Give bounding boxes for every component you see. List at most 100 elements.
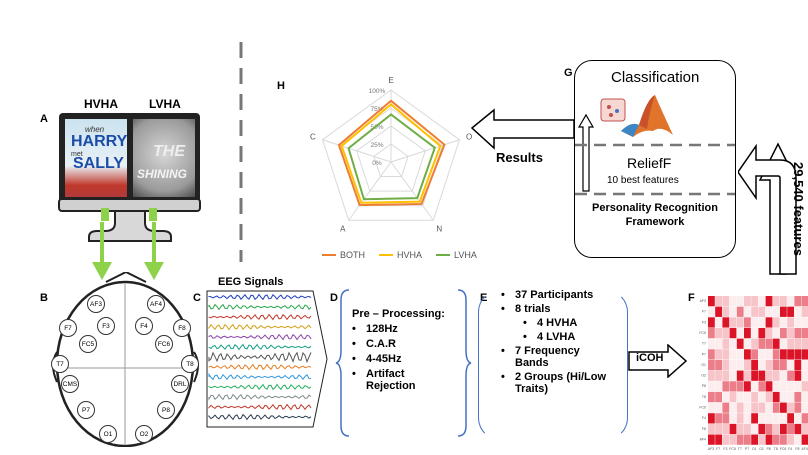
heatmap-cell xyxy=(787,317,794,328)
heatmap-cell xyxy=(765,359,773,371)
heatmap-cell xyxy=(715,338,722,349)
heatmap-cell xyxy=(708,327,715,339)
heatmap-cell xyxy=(744,317,751,328)
radar-series-lvha xyxy=(347,113,437,201)
eeg-trace-7 xyxy=(208,351,312,364)
electrode-fc5: FC5 xyxy=(79,335,97,353)
legend-item: HVHA xyxy=(379,250,422,260)
radar-tick-label: 0% xyxy=(372,160,382,167)
eeg-signals xyxy=(206,290,328,428)
heatmap-cell xyxy=(801,434,808,445)
radar-spoke xyxy=(390,139,460,163)
hvha-label: HVHA xyxy=(84,97,119,111)
heatmap-cell xyxy=(772,413,780,424)
heatmap-row-label: AF3 xyxy=(700,299,706,303)
heatmap-cell xyxy=(780,402,787,413)
radar-tick-label: 100% xyxy=(369,88,386,95)
radar-grid-ring xyxy=(373,143,409,178)
heatmap-cell xyxy=(744,338,751,349)
heatmap-cell xyxy=(751,402,758,413)
radar-axis-label: O xyxy=(466,133,472,142)
results-arrow xyxy=(470,108,575,150)
features-arrow-shape xyxy=(738,144,797,275)
heatmap-cell xyxy=(765,370,773,381)
panel-label-h: H xyxy=(277,80,285,92)
heatmap-cell xyxy=(794,423,802,435)
heatmap-cell xyxy=(722,349,730,360)
electrode-p8: P8 xyxy=(157,401,175,419)
heatmap-cell xyxy=(787,349,794,360)
legend-swatch xyxy=(322,254,336,256)
heatmap-cell xyxy=(780,381,787,392)
heatmap-cell xyxy=(765,434,773,445)
heatmap-cell xyxy=(794,327,802,339)
heatmap-cell xyxy=(794,317,802,328)
radar-grid-ring xyxy=(339,107,443,207)
eeg-trace-5 xyxy=(208,333,312,341)
heatmap-cell xyxy=(794,359,802,371)
heatmap-cell xyxy=(708,317,715,328)
heatmap-col-label: F3 xyxy=(723,447,727,451)
results-label: Results xyxy=(496,150,543,165)
heatmap-cell xyxy=(722,338,730,349)
heatmap-cell xyxy=(794,391,802,403)
heatmap-cell xyxy=(751,327,758,339)
classification-title: Classification xyxy=(611,69,700,86)
electrode-f4: F4 xyxy=(135,317,153,335)
preprocessing-item: •4-45Hz xyxy=(352,353,462,365)
heatmap-cell xyxy=(708,370,715,381)
panel-label-f: F xyxy=(688,292,695,304)
study-item-text: 8 trials xyxy=(515,303,551,315)
study-subitem-text: 4 LVHA xyxy=(537,331,576,343)
heatmap-cell xyxy=(780,413,787,424)
poster-left-line4: SALLY xyxy=(73,155,124,172)
heatmap-cell xyxy=(708,391,715,403)
radar-tick-label: 50% xyxy=(370,124,383,131)
heatmap-cell xyxy=(801,306,808,317)
radar-axis-label: A xyxy=(340,224,346,233)
heatmap-cell xyxy=(787,338,794,349)
eeg-trace-8 xyxy=(208,363,312,371)
eeg-trace-13 xyxy=(208,413,312,421)
bullet: • xyxy=(352,338,356,350)
heatmap-col-label: T7 xyxy=(738,447,742,451)
eeg-trace-9 xyxy=(208,372,312,381)
heatmap-row-label: F7 xyxy=(702,310,706,314)
heatmap-cell xyxy=(751,349,758,360)
relieff-subtitle: 10 best features xyxy=(607,175,679,186)
heatmap-cell xyxy=(801,423,808,435)
eeg-title: EEG Signals xyxy=(218,276,284,288)
radar-grid-ring xyxy=(356,125,426,192)
heatmap-cell xyxy=(744,402,751,413)
heatmap-cell xyxy=(780,327,787,339)
heatmap-cell xyxy=(722,317,730,328)
lvha-label: LVHA xyxy=(149,97,181,111)
heatmap-cell xyxy=(744,381,751,392)
preprocessing-item-text: Artifact Rejection xyxy=(366,368,416,392)
heatmap-cell xyxy=(715,296,722,307)
heatmap-cell xyxy=(708,381,715,392)
heatmap-cell xyxy=(729,381,737,392)
heatmap-cell xyxy=(758,349,766,360)
heatmap-cell xyxy=(715,359,722,371)
heatmap-cell xyxy=(780,317,787,328)
heatmap-cell xyxy=(722,423,730,435)
dashed-divider xyxy=(239,42,243,262)
heatmap-col-label: FC5 xyxy=(729,447,736,451)
heatmap-cell xyxy=(780,370,787,381)
heatmap-cell xyxy=(801,370,808,381)
heatmap-cell xyxy=(801,359,808,371)
study-design-box: •37 Participants•8 trials•4 HVHA•4 LVHA•… xyxy=(478,289,628,440)
heatmap-cell xyxy=(787,306,794,317)
heatmap-cell xyxy=(765,296,773,307)
preprocessing-item-text: C.A.R xyxy=(366,338,396,350)
panel-label-c: C xyxy=(193,292,201,304)
heatmap-cell xyxy=(794,338,802,349)
heatmap-cell xyxy=(722,434,730,445)
heatmap-cell xyxy=(772,402,780,413)
matlab-icon xyxy=(600,95,673,137)
electrode-o2: O2 xyxy=(135,425,153,443)
relieff-title: ReliefF xyxy=(627,155,672,171)
study-item-text: 37 Participants xyxy=(515,289,594,301)
heatmap-cell xyxy=(794,413,802,424)
